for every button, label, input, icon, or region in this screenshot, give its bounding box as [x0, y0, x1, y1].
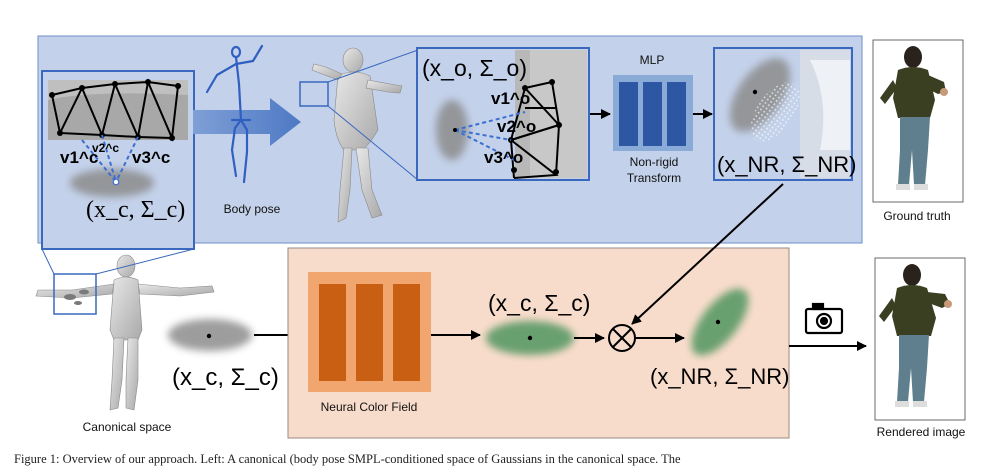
- v3o-label: v3^o: [484, 148, 523, 167]
- v1c-label: v1^c: [60, 148, 98, 167]
- v3c-label: v3^c: [132, 148, 170, 167]
- rendered-image-label: Rendered image: [877, 425, 966, 439]
- canonical-dashed-links: [81, 134, 139, 183]
- ground-truth-person: [880, 46, 948, 190]
- posed-human-mesh: [311, 47, 403, 223]
- v2o-label: v2^o: [497, 117, 536, 136]
- canonical-gaussian: [70, 169, 154, 197]
- canonical-space-label: Canonical space: [83, 420, 172, 434]
- neural-color-field-label: Neural Color Field: [321, 400, 418, 414]
- nonrigid-gaussian-params: (x_NR, Σ_NR): [717, 152, 857, 177]
- canonical-gaussian-bottom-params: (x_c, Σ_c): [172, 364, 279, 391]
- colored-gaussian-params: (x_c, Σ_c): [488, 290, 590, 316]
- neural-color-field-block: [308, 272, 431, 392]
- canonical-tpose-mesh: [35, 254, 215, 411]
- camera-icon: [804, 302, 844, 335]
- posed-gaussian: [436, 100, 468, 160]
- figure-caption: Figure 1: Overview of our approach. Left…: [14, 452, 681, 466]
- colored-nonrigid-gaussian-params: (x_NR, Σ_NR): [650, 364, 790, 389]
- v1o-label: v1^o: [491, 89, 530, 108]
- nonrigid-gaussian: [729, 58, 791, 132]
- canonical-zoom-marker: [53, 273, 97, 315]
- nonrigid-label-line1: Non-rigid: [630, 155, 679, 169]
- nonrigid-label-line2: Transform: [627, 171, 681, 185]
- mlp-label: MLP: [640, 53, 665, 67]
- v2c-label: v2^c: [92, 141, 119, 155]
- ground-truth-label: Ground truth: [883, 209, 950, 223]
- posed-zoom-marker: [299, 81, 329, 107]
- mlp-block: [613, 75, 693, 151]
- tpose-gaussian-splats: [64, 289, 89, 305]
- posed-dashed-links: [454, 111, 526, 161]
- pose-transform-arrow: [193, 98, 301, 146]
- rendered-person: [879, 264, 952, 407]
- body-pose-label: Body pose: [224, 202, 281, 216]
- posed-gaussian-params: (x_o, Σ_o): [422, 55, 527, 81]
- multiply-operator: [608, 324, 636, 352]
- canonical-gaussian-params: (x_c, Σ_c): [86, 197, 185, 223]
- skeleton-figure: [205, 44, 264, 184]
